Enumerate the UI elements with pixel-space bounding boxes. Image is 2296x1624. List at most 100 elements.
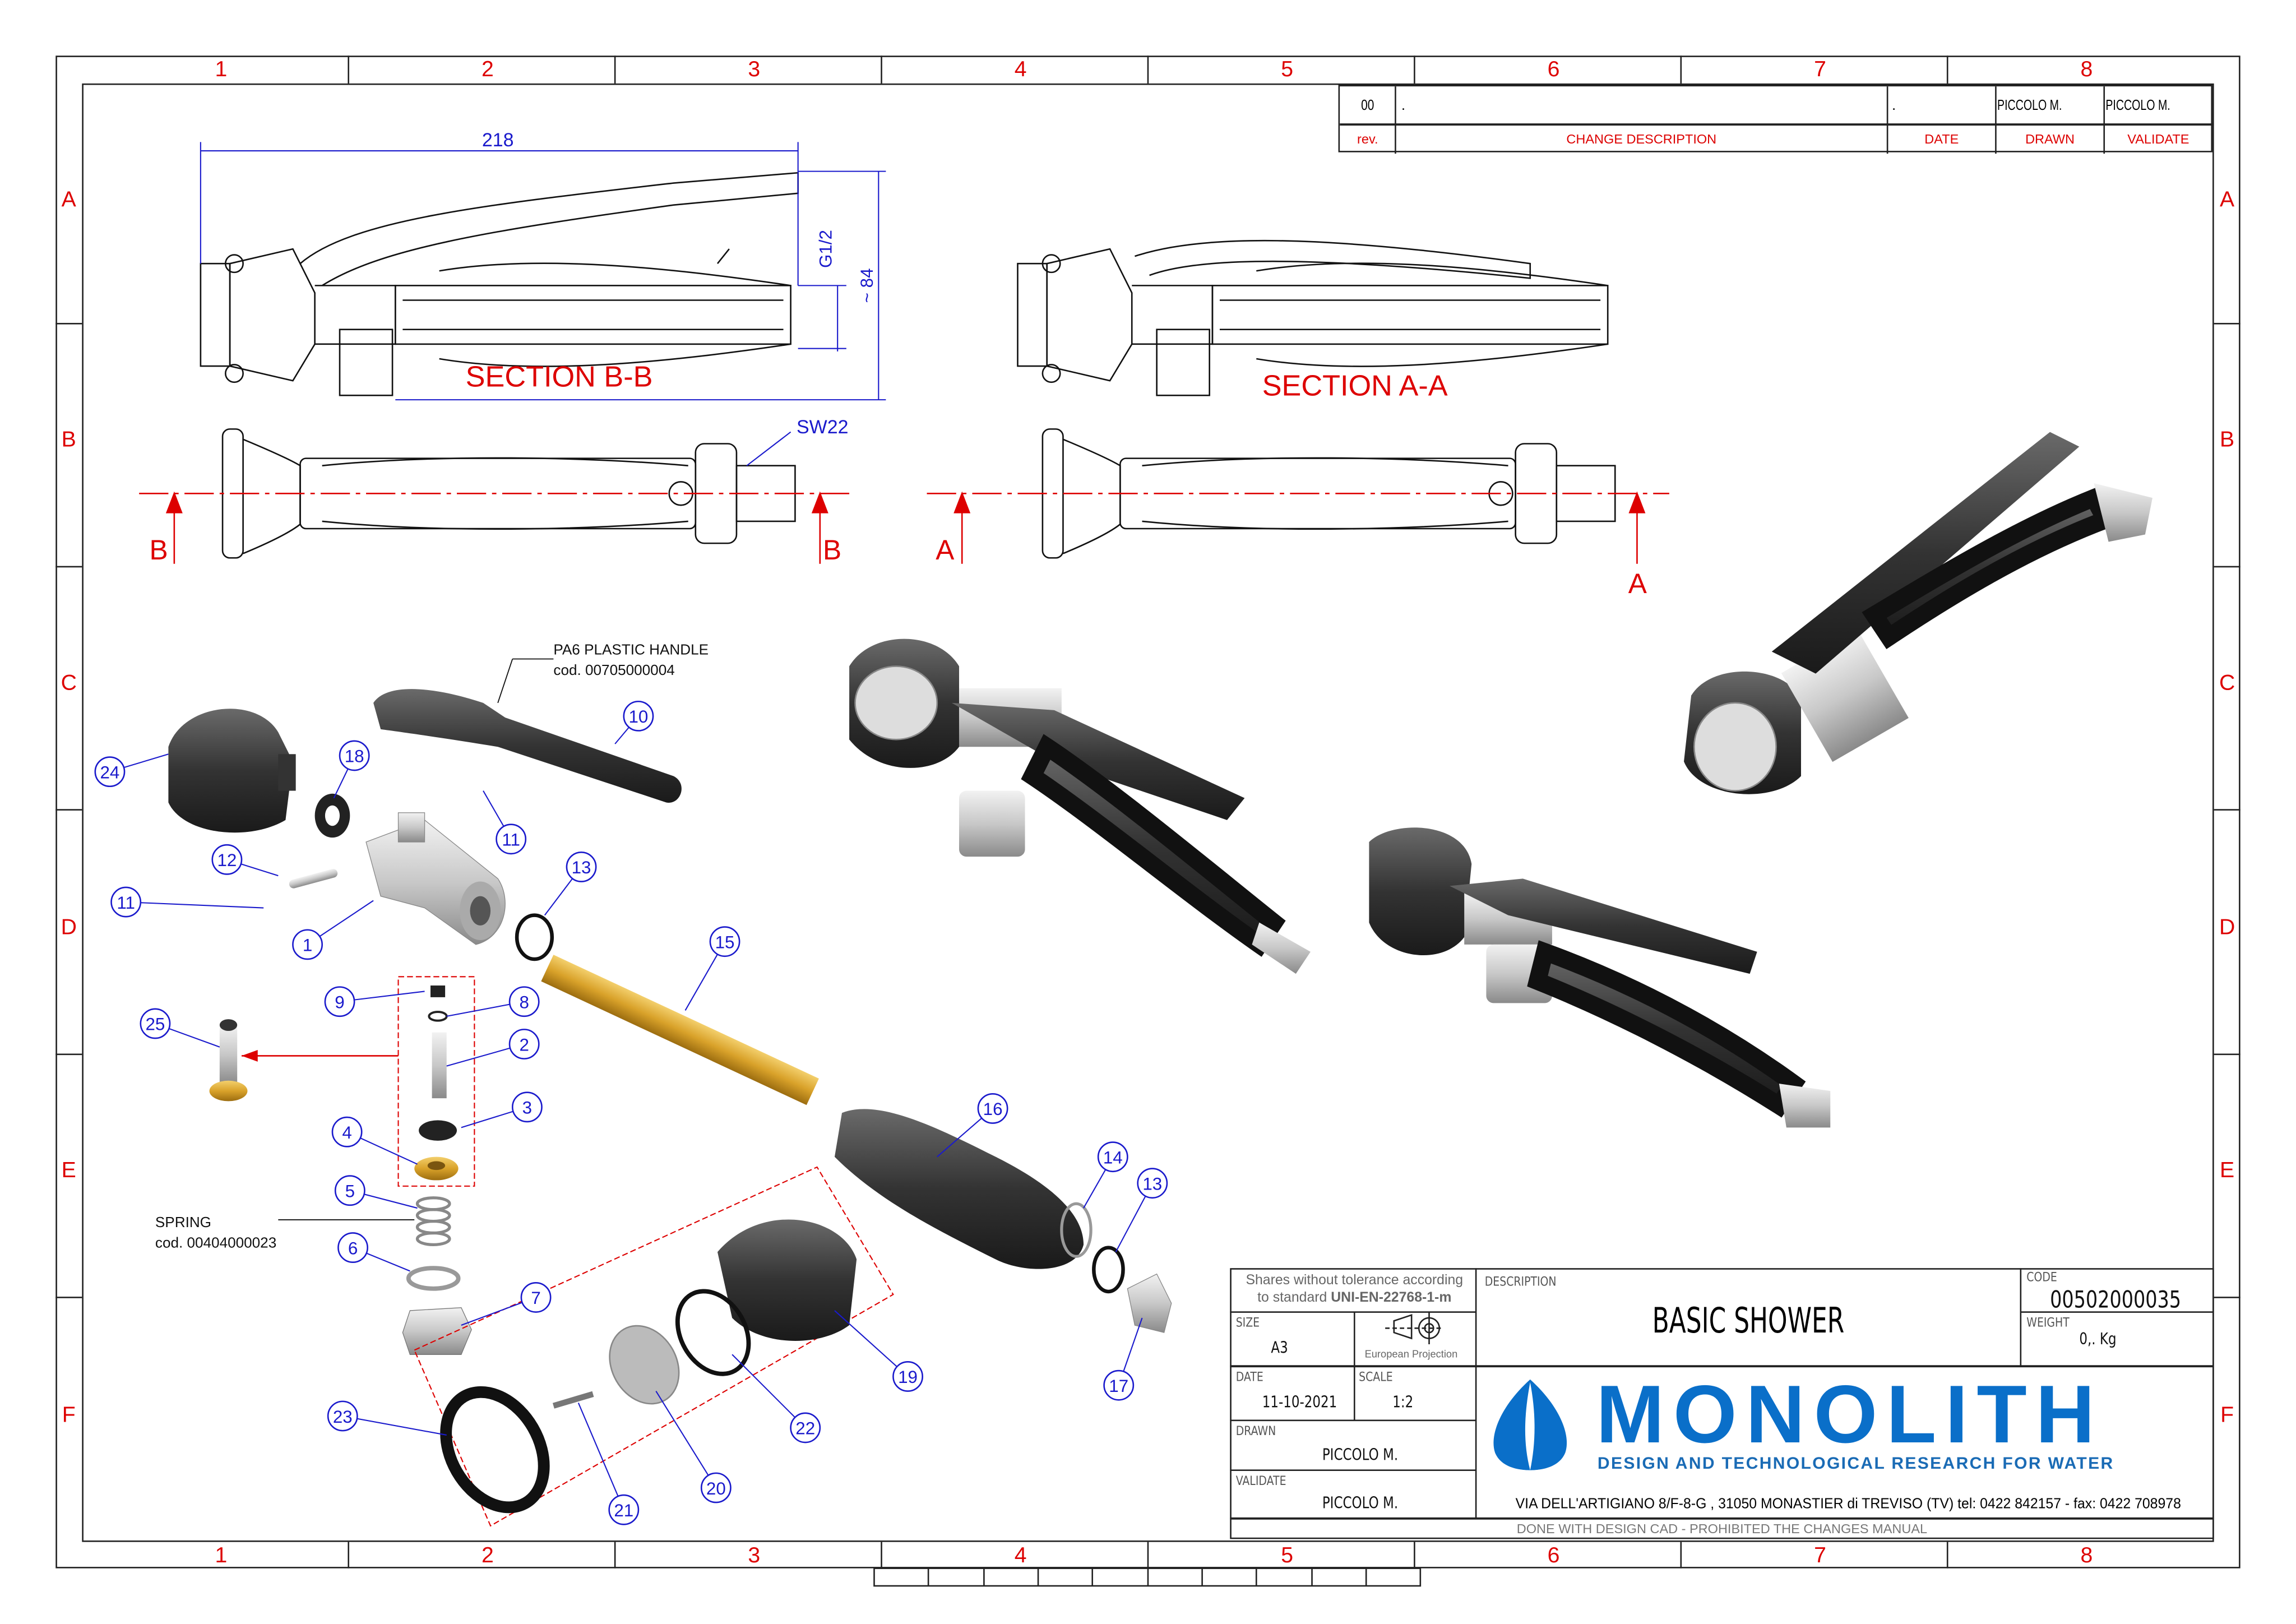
- grid-column-label: 3: [748, 1543, 761, 1569]
- code-value: 00502000035: [2050, 1285, 2182, 1314]
- dimension-length: 218: [482, 129, 514, 151]
- part-balloon: 8: [446, 986, 540, 1017]
- rev-validate: PICCOLO M.: [2105, 98, 2170, 114]
- balloon-number: 25: [145, 1015, 165, 1034]
- balloon-circle: [608, 1494, 640, 1525]
- balloon-number: 21: [614, 1501, 633, 1520]
- balloon-circle: [334, 1175, 365, 1206]
- assembled-view-3: [1684, 432, 2152, 794]
- grid-column-label: 1: [215, 57, 228, 82]
- dimension-thread: G1/2: [816, 230, 836, 268]
- part-oring-13: [515, 913, 554, 961]
- projection-label: European Projection: [1364, 1350, 1458, 1361]
- part-balloon: 24: [94, 753, 169, 788]
- part-balloon: 12: [211, 844, 279, 877]
- title-block-grid: [1230, 1268, 2214, 1520]
- part-balloon: 9: [324, 986, 425, 1017]
- balloon-circle: [520, 1281, 552, 1313]
- balloon-circle: [496, 823, 527, 855]
- part-handle: [373, 689, 682, 803]
- grid-column-label: 7: [1814, 57, 1826, 82]
- cut-label-b-left: B: [149, 534, 168, 566]
- grid-column-label: 1: [215, 1543, 228, 1569]
- balloon-circle: [508, 1029, 540, 1059]
- part-balloon: 2: [446, 1029, 540, 1067]
- section-b-b-view: [200, 172, 799, 396]
- balloon-circle: [1137, 1168, 1168, 1199]
- balloon-circle: [511, 1091, 543, 1123]
- grid-column-label: 3: [748, 57, 761, 82]
- drawn-value: PICCOLO M.: [1322, 1445, 1399, 1465]
- tolerance-note-line1: Shares without tolerance according: [1246, 1273, 1464, 1289]
- drawn-header: DRAWN: [2025, 132, 2075, 147]
- scale-label: SCALE: [1359, 1371, 1393, 1386]
- section-a-a-view: [1017, 239, 1609, 396]
- rev-description: .: [1401, 98, 1406, 114]
- grid-row-label: C: [61, 670, 77, 696]
- part-balloon: 11: [110, 886, 264, 918]
- balloon-leader: [126, 901, 264, 909]
- balloon-number: 13: [1142, 1174, 1162, 1193]
- balloon-number: 11: [117, 893, 135, 913]
- part-balloon: 15: [684, 926, 740, 1011]
- validate-label: VALIDATE: [1235, 1474, 1286, 1489]
- dimension-height: ~ 84: [857, 268, 877, 303]
- tolerance-standard: UNI-EN-22768-1-m: [1331, 1290, 1452, 1307]
- part-screw-21: [552, 1391, 594, 1409]
- part-balloon: 5: [334, 1175, 418, 1209]
- part-rose-19: [717, 1219, 857, 1341]
- balloon-number: 19: [898, 1367, 918, 1387]
- balloon-number: 5: [345, 1181, 355, 1201]
- tolerance-prefix: to standard: [1257, 1290, 1327, 1307]
- part-tube: [541, 955, 819, 1105]
- validate-header: VALIDATE: [2127, 132, 2189, 147]
- grid-row-label: A: [61, 187, 76, 212]
- part-balloon: 13: [1115, 1168, 1168, 1252]
- grid-column-label: 8: [2080, 57, 2093, 82]
- title-block: [1230, 1268, 2214, 1539]
- assembled-view-2: [1369, 827, 1831, 1128]
- part-balloon: 23: [327, 1400, 447, 1436]
- section-b-b-title: SECTION B-B: [466, 361, 653, 394]
- scale-value: 1:2: [1392, 1392, 1414, 1412]
- balloon-number: 22: [795, 1419, 815, 1438]
- part-balloon: 16: [937, 1093, 1008, 1158]
- balloon-number: 1: [303, 936, 312, 955]
- balloon-circle: [892, 1361, 923, 1392]
- company-name: MONOLITH: [1596, 1367, 2104, 1460]
- exploded-view: [168, 689, 1172, 1527]
- balloon-circle: [331, 1116, 363, 1148]
- balloon-number: 16: [983, 1099, 1003, 1119]
- balloon-number: 23: [333, 1407, 353, 1427]
- part-balloon: 13: [544, 851, 597, 916]
- grid-row-label: A: [2220, 187, 2235, 212]
- monolith-drop-logo-icon: [1493, 1379, 1567, 1470]
- grid-row-label: E: [2220, 1158, 2235, 1183]
- date-value: 11-10-2021: [1262, 1392, 1337, 1412]
- cut-lines: [139, 491, 1669, 564]
- balloon-number: 8: [519, 992, 529, 1012]
- part-oring-13b: [1092, 1246, 1125, 1294]
- description-value: BASIC SHOWER: [1652, 1300, 1845, 1341]
- date-header: DATE: [1924, 132, 1959, 147]
- rev-number: 00: [1361, 98, 1374, 114]
- spring-note-name: SPRING: [155, 1214, 211, 1230]
- grid-column-label: 6: [1547, 57, 1560, 82]
- balloon-circle: [790, 1412, 821, 1443]
- balloon-circle: [324, 986, 355, 1017]
- balloon-number: 14: [1103, 1148, 1123, 1167]
- company-tagline: DESIGN AND TECHNOLOGICAL RESEARCH FOR WA…: [1597, 1455, 2114, 1473]
- part-oring-23: [440, 1386, 550, 1514]
- cut-label-a-left: A: [936, 534, 954, 566]
- part-balloon: 10: [614, 700, 654, 744]
- assembled-view-1: [849, 639, 1311, 974]
- part-balloon: 18: [333, 740, 370, 799]
- balloon-circle: [709, 926, 740, 957]
- balloon-number: 2: [519, 1035, 529, 1054]
- balloon-circle: [211, 844, 243, 875]
- part-spring: [415, 1196, 451, 1246]
- grid-row-label: F: [62, 1403, 76, 1428]
- balloon-number: 4: [342, 1123, 351, 1142]
- part-oring-22: [675, 1289, 751, 1376]
